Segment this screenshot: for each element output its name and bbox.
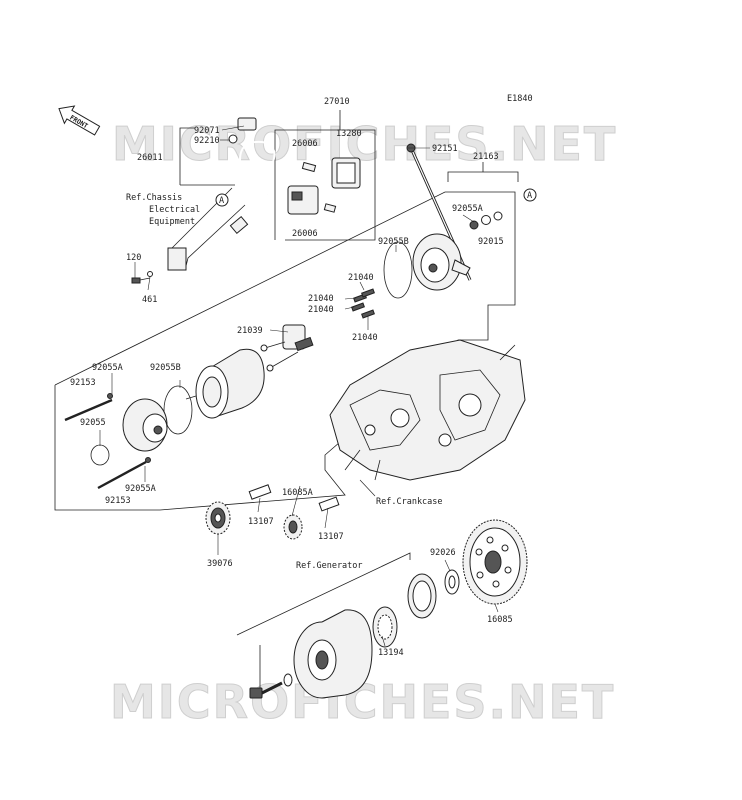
label-21040-b: 21040 [308,294,334,304]
washer-92015 [493,211,503,221]
label-13107-left: 13107 [248,517,274,527]
starter-rear-cover [412,233,471,291]
watermark-top: MICROFICHES.NET [112,117,617,171]
label-92210: 92210 [194,136,220,146]
washer-92055a [469,220,479,230]
starter-relay [287,157,361,215]
idle-gear-16085a [283,514,303,540]
diagram-code: E1840 [507,94,533,104]
crankcase [329,339,526,481]
ref-crankcase: Ref.Crankcase [376,497,443,507]
clamp-92210 [228,134,238,144]
oring-92055 [90,444,110,466]
label-92055a-bottom: 92055A [125,484,156,494]
label-92026: 92026 [430,548,456,558]
idle-gear-39076 [205,501,231,535]
label-92055b-mid: 92055B [150,363,181,373]
brush-holder [260,324,314,372]
label-13280: 13280 [336,129,362,139]
relay-box-outline [274,129,376,241]
label-92055b-top: 92055B [378,237,409,247]
reference-labels: Ref.Chassis Electrical Equipment Ref.Cra… [126,193,443,571]
label-92055a-top: 92055A [452,204,483,214]
label-13194: 13194 [378,648,404,658]
label-26006-a: 26006 [292,139,318,149]
front-arrow-icon: FRONT [58,105,101,136]
bracket-26011 [179,127,195,160]
label-27010: 27010 [324,97,350,107]
leader-lines [99,125,499,647]
label-21039: 21039 [237,326,263,336]
bracket-21163 [447,171,519,182]
ref-chassis-line3: Equipment [149,217,195,227]
label-92015: 92015 [478,237,504,247]
starter-clutch [372,606,398,648]
label-39076: 39076 [207,559,233,569]
shaft-13107-left [248,484,272,500]
ref-generator: Ref.Generator [296,561,363,571]
clutch-housing [407,573,437,619]
label-21040-a: 21040 [348,273,374,283]
callout-a-left [215,193,229,207]
oring-upper [383,241,413,299]
bolt-92153-lower [97,460,147,490]
label-26006-b: 26006 [292,229,318,239]
starter-driven-gear-16085 [462,519,528,605]
label-92055a-mid: 92055A [92,363,123,373]
label-92151: 92151 [432,144,458,154]
label-21040-c: 21040 [308,305,334,315]
brush-set [351,288,375,319]
screw-120 [131,277,141,284]
label-120: 120 [126,253,141,263]
ref-chassis-line1: Ref.Chassis [126,193,182,203]
ref-chassis-line2: Electrical [149,205,200,215]
starter-front-cover [122,398,168,452]
oring-lower [163,385,193,435]
rotor-bolt [249,673,293,699]
generator-rotor [293,609,373,699]
cable-boot [237,117,257,131]
generator-outline [236,552,411,636]
label-92153-bottom: 92153 [105,496,131,506]
bolt-92153-upper [64,398,113,422]
svg-text:A: A [219,196,224,206]
label-16085: 16085 [487,615,513,625]
label-92071: 92071 [194,126,220,136]
label-461: 461 [142,295,157,305]
label-92055: 92055 [80,418,106,428]
starter-motor-yoke [185,348,265,419]
part-labels: 27010 13280 26006 26006 92071 92210 2601… [70,97,513,658]
label-21040-d: 21040 [352,333,378,343]
label-16085a: 16085A [282,488,313,498]
label-26011: 26011 [137,153,163,163]
shaft-13107-right [318,496,340,512]
callout-a-right [523,188,537,202]
label-13107-right: 13107 [318,532,344,542]
washer-461 [147,271,153,277]
svg-text:A: A [527,191,532,201]
label-92153-top: 92153 [70,378,96,388]
label-21163: 21163 [473,152,499,162]
